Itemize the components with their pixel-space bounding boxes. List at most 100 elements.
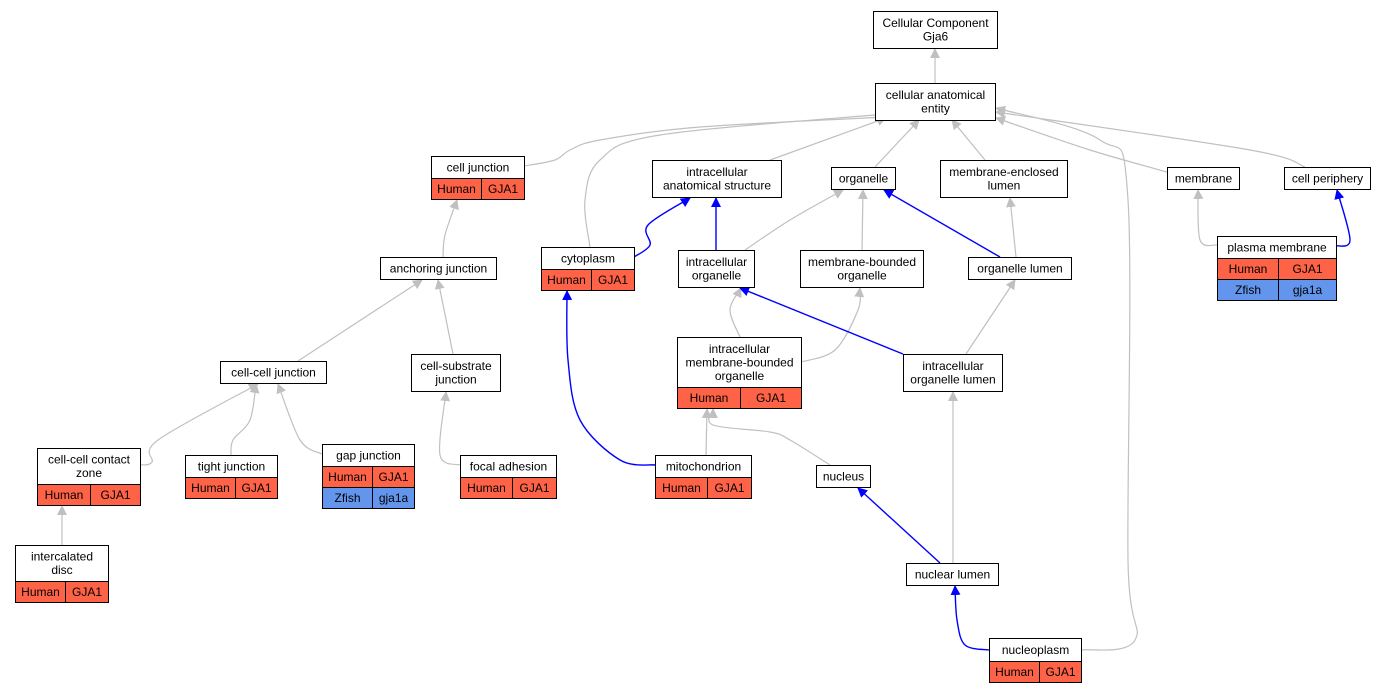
- node-label: membrane-enclosed: [949, 165, 1058, 179]
- gene-cell-box: [707, 477, 752, 499]
- node-label: anchoring junction: [390, 261, 487, 275]
- node-label: lumen: [988, 179, 1021, 193]
- node-header-box: [220, 361, 327, 384]
- node-label: gap junction: [336, 448, 401, 462]
- edge-tight-junction-to-cell-cell-junction: [230, 383, 260, 456]
- node-label: organelle: [715, 369, 765, 383]
- gene-cell: GJA1: [72, 585, 102, 599]
- gene-cell-box: [90, 484, 141, 506]
- node-label: tight junction: [198, 459, 265, 473]
- gene-cell-box: [372, 487, 415, 509]
- edge-nuclear-lumen-to-nucleus: [857, 487, 941, 564]
- gene-cell-box: [1278, 279, 1337, 301]
- species-cell: Human: [437, 182, 476, 196]
- gene-cell-box: [65, 581, 109, 603]
- node-label: nuclear lumen: [915, 567, 990, 581]
- node-header-box: [940, 160, 1068, 198]
- edge-imbo-to-intracellular-org: [729, 287, 742, 338]
- species-cell: Human: [662, 481, 701, 495]
- edge-organelle-lumen-to-mel: [1005, 197, 1017, 258]
- node-membrane[interactable]: membrane: [1167, 167, 1240, 190]
- gene-cell: GJA1: [714, 481, 744, 495]
- node-label: intracellular: [686, 165, 747, 179]
- gene-cell: gja1a: [1293, 283, 1323, 297]
- edge-mbo-to-organelle: [857, 189, 868, 251]
- gene-cell: GJA1: [598, 273, 628, 287]
- edge-nucleus-to-imbo: [707, 408, 831, 466]
- node-label: intracellular: [709, 342, 770, 356]
- node-header-box: [816, 465, 871, 488]
- node-label: intracellular: [922, 359, 983, 373]
- species-cell: Zfish: [1235, 283, 1261, 297]
- node-cell-periphery[interactable]: cell periphery: [1284, 167, 1371, 190]
- species-cell: Zfish: [334, 491, 360, 505]
- node-header-box: [875, 83, 996, 121]
- node-imbo[interactable]: intracellularmembrane-boundedorganelleHu…: [677, 337, 802, 409]
- node-label: zone: [76, 466, 102, 480]
- node-label: cytoplasm: [561, 251, 615, 265]
- node-label: membrane-bounded: [808, 255, 916, 269]
- edge-mitochondrion-to-imbo: [701, 408, 712, 456]
- node-header-box: [800, 250, 924, 288]
- gene-cell: GJA1: [100, 488, 130, 502]
- node-label: anatomical structure: [663, 179, 771, 193]
- edges: [57, 48, 1351, 651]
- node-nuclear-lumen[interactable]: nuclear lumen: [906, 563, 999, 586]
- edge-nucleoplasm-to-cae: [995, 105, 1138, 651]
- node-label: Gja6: [923, 30, 949, 44]
- node-header-box: [1167, 167, 1240, 190]
- node-label: organelle lumen: [910, 373, 995, 387]
- node-header-box: [677, 337, 802, 388]
- edge-cytoplasm-to-intracellular-as: [633, 197, 691, 258]
- node-organelle-lumen[interactable]: organelle lumen: [968, 257, 1072, 280]
- node-label: focal adhesion: [470, 459, 547, 473]
- node-label: entity: [921, 102, 950, 116]
- edge-intracellular-as-to-cae: [769, 116, 887, 161]
- gene-cell: GJA1: [488, 182, 518, 196]
- species-cell: Human: [690, 391, 729, 405]
- edge-ccc-zone-to-cell-cell-junction: [139, 383, 259, 466]
- gene-cell-box: [1039, 661, 1082, 683]
- node-header-box: [380, 257, 497, 280]
- node-label: organelle: [837, 269, 887, 283]
- node-header-box: [37, 448, 141, 485]
- edge-iol-to-intracellular-org: [739, 286, 904, 355]
- node-label: cell-cell contact: [48, 453, 131, 467]
- edge-cell-cell-junction-to-anchoring-junction: [297, 279, 423, 362]
- node-header-box: [411, 354, 501, 392]
- node-label: cellular anatomical: [886, 88, 985, 102]
- node-anchoring-junction[interactable]: anchoring junction: [380, 257, 497, 280]
- species-cell: Human: [1229, 262, 1268, 276]
- node-cell-cell-junction[interactable]: cell-cell junction: [220, 361, 327, 384]
- gene-cell-box: [512, 477, 557, 499]
- node-label: organelle: [839, 171, 889, 185]
- node-nucleus[interactable]: nucleus: [816, 465, 871, 488]
- node-header-box: [906, 563, 999, 586]
- node-label: cell junction: [447, 160, 510, 174]
- gene-cell: GJA1: [1292, 262, 1322, 276]
- species-cell: Human: [467, 481, 506, 495]
- species-cell: Human: [547, 273, 586, 287]
- node-organelle[interactable]: organelle: [831, 167, 896, 190]
- node-label: junction: [434, 373, 476, 387]
- node-header-box: [831, 167, 896, 190]
